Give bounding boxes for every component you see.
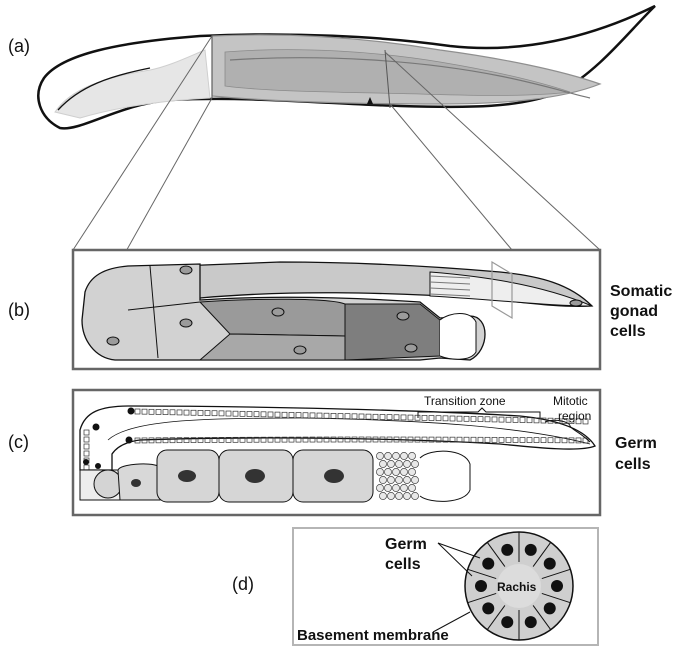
somatic-label-line3: cells xyxy=(610,323,646,340)
cross-germ-nucleus xyxy=(525,616,537,628)
panel-c: (c) Transition zone xyxy=(8,390,657,515)
germ-cell xyxy=(408,484,415,491)
somatic-label-line2: gonad xyxy=(610,303,658,320)
spermatheca xyxy=(345,304,440,360)
germ-cell xyxy=(400,468,407,475)
rachis-label: Rachis xyxy=(497,580,537,594)
germ-cell xyxy=(384,468,391,475)
mitotic-label-line2: region xyxy=(558,409,591,423)
germ-cell xyxy=(387,476,394,483)
panel-d: (d) Rachis Germ cells Basement membrane xyxy=(232,528,598,645)
germ-cell xyxy=(387,492,394,499)
germ-cell xyxy=(395,476,402,483)
somatic-label-line1: Somatic xyxy=(610,283,672,300)
d-germ-label-line1: Germ xyxy=(385,536,427,553)
germ-cell xyxy=(411,476,418,483)
cross-germ-nucleus xyxy=(525,544,537,556)
cross-germ-nucleus xyxy=(544,558,556,570)
germ-cell xyxy=(387,460,394,467)
d-germ-label-line2: cells xyxy=(385,556,421,573)
transition-zone-label: Transition zone xyxy=(424,394,506,408)
germ-cell xyxy=(376,484,383,491)
panel-b-letter: (b) xyxy=(8,300,30,320)
panel-c-letter: (c) xyxy=(8,432,29,452)
germ-cell xyxy=(403,492,410,499)
germ-cell xyxy=(408,468,415,475)
germ-cell xyxy=(400,484,407,491)
cross-germ-nucleus xyxy=(501,616,513,628)
germ-cell xyxy=(400,452,407,459)
germ-cell xyxy=(403,460,410,467)
germ-cell xyxy=(411,492,418,499)
germ-uterus-outline xyxy=(420,451,470,501)
germ-cell xyxy=(411,460,418,467)
germ-cell xyxy=(379,492,386,499)
germ-cell xyxy=(379,460,386,467)
cross-germ-nucleus xyxy=(501,544,513,556)
cross-germ-nucleus xyxy=(544,602,556,614)
cross-germ-nucleus xyxy=(482,602,494,614)
panel-a-letter: (a) xyxy=(8,36,30,56)
germ-cell xyxy=(392,468,399,475)
germ-cell xyxy=(384,484,391,491)
germ-cell xyxy=(392,484,399,491)
cross-germ-nucleus xyxy=(482,558,494,570)
panel-b: (b) Somatic gonad xyxy=(8,250,672,369)
germ-cell xyxy=(379,476,386,483)
mitotic-label-line1: Mitotic xyxy=(553,394,588,408)
uterus-outline xyxy=(440,314,476,360)
panel-a-worm: (a) xyxy=(8,6,655,128)
cross-germ-nucleus xyxy=(475,580,487,592)
germ-cells-label-line1: Germ xyxy=(615,435,657,452)
cross-germ-nucleus xyxy=(551,580,563,592)
germ-cell xyxy=(395,460,402,467)
germ-cell xyxy=(376,452,383,459)
germ-cell xyxy=(376,468,383,475)
germ-cell xyxy=(403,476,410,483)
basement-membrane-label: Basement membrane xyxy=(297,627,449,644)
germ-cells-label-line2: cells xyxy=(615,456,651,473)
panel-d-letter: (d) xyxy=(232,574,254,594)
germ-cell xyxy=(384,452,391,459)
germ-cell xyxy=(408,452,415,459)
germ-cell xyxy=(392,452,399,459)
germ-cell xyxy=(395,492,402,499)
